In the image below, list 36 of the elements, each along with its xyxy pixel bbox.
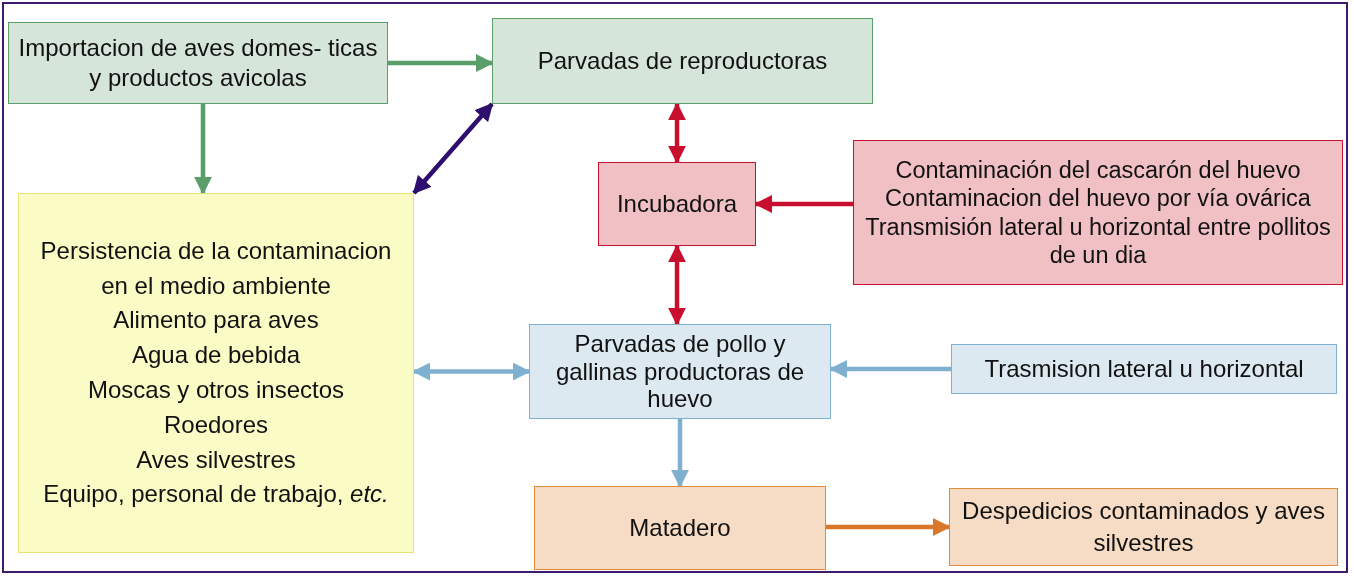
node-text: Parvadas de pollo y gallinas productoras de huevo — [554, 330, 806, 413]
node-text: Despedicios contaminados y aves silvestres — [961, 495, 1326, 558]
node-text: Contaminacion del huevo por vía ovárica — [885, 184, 1311, 213]
note-box — [951, 344, 1337, 394]
node-text: Importacion de aves domes- ticas y productos avicolas — [17, 33, 379, 93]
arrow — [754, 195, 853, 213]
node-text: Moscas y otros insectos — [87, 375, 345, 405]
arrow — [194, 104, 212, 195]
node-text: Parvadas de reproductoras — [537, 46, 828, 76]
arrow — [668, 102, 686, 164]
node-text: Incubadora — [616, 189, 738, 219]
node-text: Aves silvestres — [136, 444, 296, 475]
arrow — [388, 54, 494, 72]
arrow — [671, 419, 689, 488]
note-box — [853, 140, 1343, 285]
process-box — [949, 488, 1338, 566]
arrow — [826, 518, 951, 536]
node-text: Matadero — [629, 513, 731, 543]
arrow — [412, 102, 494, 195]
node-text: Persistencia de la contaminacion en el medio ambiente — [39, 235, 393, 301]
node-text: Agua de bebida — [131, 340, 301, 371]
node-text: Transmisión lateral u horizontal entre pollitos de un dia — [864, 212, 1332, 269]
node-text: Roedores — [163, 409, 269, 440]
arrow — [829, 360, 951, 378]
process-box — [534, 486, 826, 570]
arrow — [412, 362, 531, 381]
node-text: Trasmision lateral u horizontal — [984, 354, 1304, 384]
process-box — [8, 22, 388, 104]
process-box — [492, 18, 873, 104]
node-text: Equipo, personal de trabajo, etc. — [43, 479, 389, 510]
process-box — [529, 324, 831, 419]
node-text: Alimento para aves — [113, 305, 319, 336]
arrow — [668, 244, 686, 326]
note-box — [18, 193, 414, 553]
process-box — [598, 162, 756, 246]
node-text: Contaminación del cascarón del huevo — [895, 156, 1301, 185]
